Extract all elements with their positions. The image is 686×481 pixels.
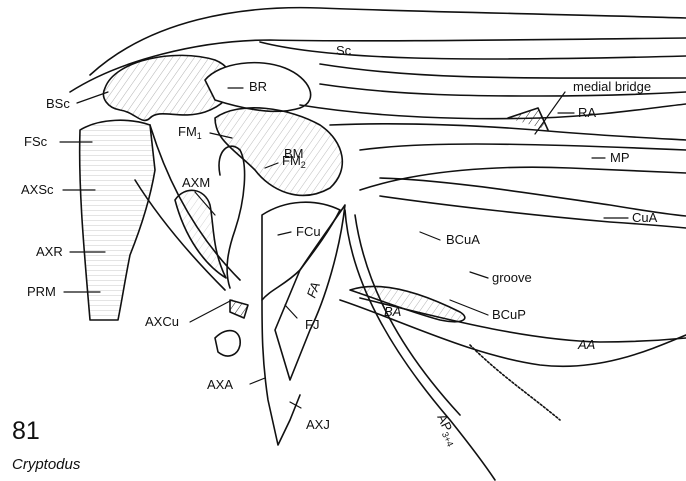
label-axj: AXJ	[306, 418, 330, 432]
figure-number: 81	[12, 418, 40, 444]
label-fcu: FCu	[296, 225, 321, 239]
bm-sclerite	[215, 108, 342, 196]
label-axm: AXM	[182, 176, 210, 190]
label-axr: AXR	[36, 245, 63, 259]
label-axcu: AXCu	[145, 315, 179, 329]
label-fsc: FSc	[24, 135, 47, 149]
figure-taxon: Cryptodus	[12, 456, 80, 473]
label-br: BR	[249, 80, 267, 94]
label-bcua: BCuA	[446, 233, 480, 247]
label-bcup: BCuP	[492, 308, 526, 322]
axcu-sclerite	[215, 331, 240, 356]
label-axsc: AXSc	[21, 183, 54, 197]
ra-vein	[300, 104, 686, 119]
axsc-plate	[80, 120, 155, 320]
label-ba: BA	[384, 305, 401, 319]
label-sc: Sc	[336, 44, 351, 58]
label-fj: FJ	[305, 318, 319, 332]
label-axa: AXA	[207, 378, 233, 392]
label-bsc: BSc	[46, 97, 70, 111]
label-aa: AA	[578, 338, 595, 352]
label-cua: CuA	[632, 211, 657, 225]
label-fm2: FM2	[282, 154, 306, 172]
label-medial-bridge: medial bridge	[573, 80, 651, 94]
fm1-fold	[219, 146, 245, 288]
label-prm: PRM	[27, 285, 56, 299]
mp-vein	[330, 124, 686, 140]
label-ra: RA	[578, 106, 596, 120]
ba-sclerite	[350, 286, 465, 321]
label-fm1: FM1	[178, 125, 202, 143]
ap-vein	[345, 210, 495, 480]
label-mp: MP	[610, 151, 630, 165]
label-groove: groove	[492, 271, 532, 285]
